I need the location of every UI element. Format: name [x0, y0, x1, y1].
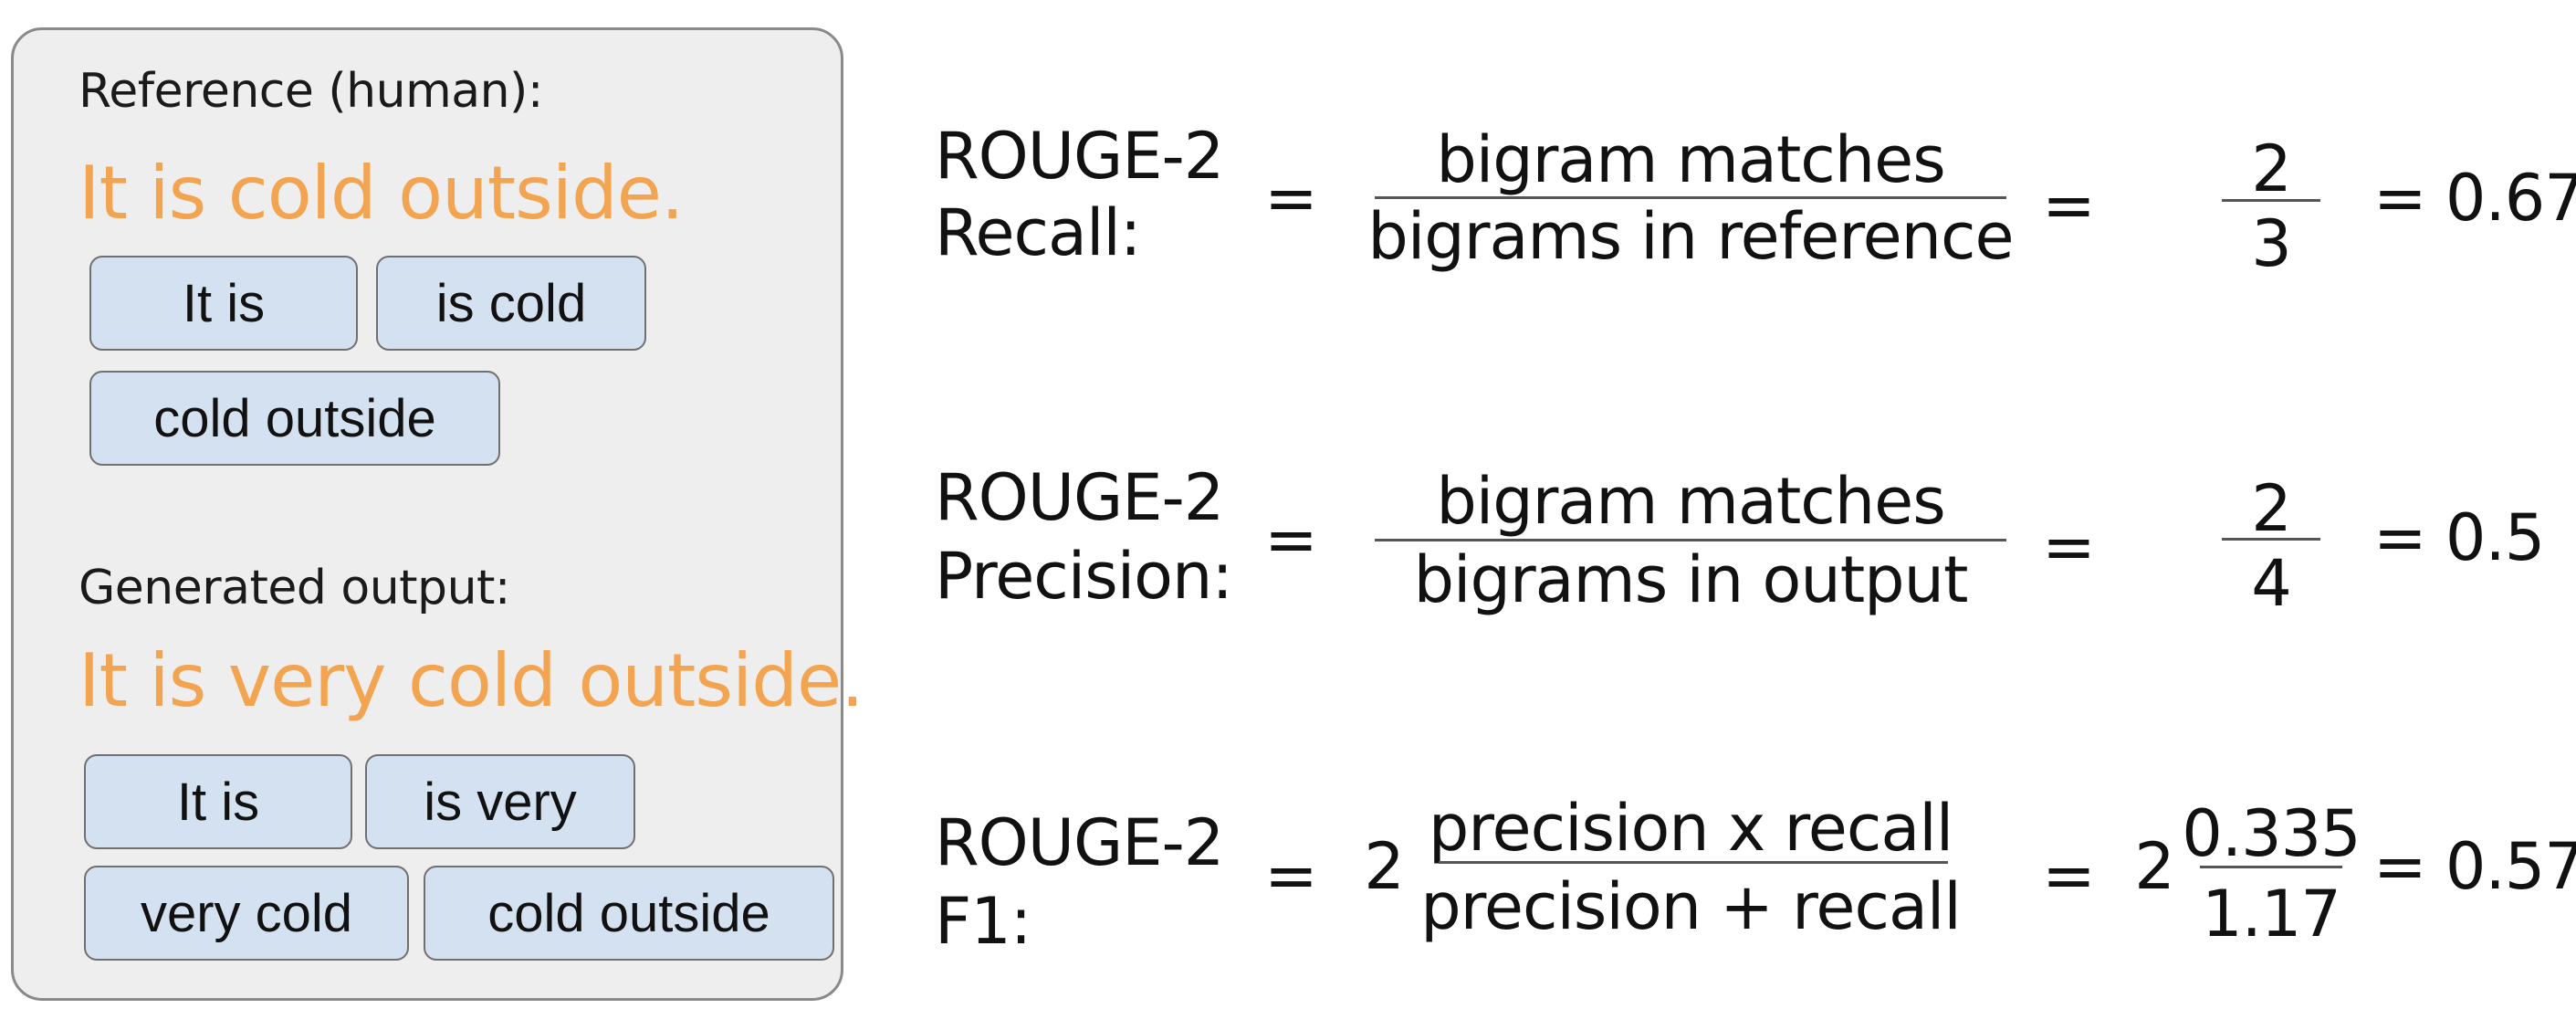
recall-value-numerator: 2 — [2251, 131, 2292, 206]
recall-value-denominator: 3 — [2251, 206, 2292, 281]
precision-value-denominator: 4 — [2251, 546, 2292, 621]
reference-sentence: It is cold outside. — [79, 151, 684, 236]
f1-result: = 0.57 — [2373, 829, 2576, 904]
f1-name-line1: ROUGE-2 — [935, 805, 1224, 880]
f1-numerator: precision x recall — [1428, 791, 1953, 866]
recall-result: = 0.67 — [2373, 161, 2576, 236]
generated-bigram-chip: cold outside — [424, 866, 834, 961]
f1-factor: 2 — [1364, 829, 1405, 904]
reference-bigram-chip: It is — [89, 256, 358, 351]
f1-value-numerator: 0.335 — [2182, 796, 2361, 871]
generated-bigram-chip: very cold — [84, 866, 409, 961]
recall-equals-2: = — [2042, 168, 2096, 243]
precision-equals: = — [1264, 502, 1318, 577]
precision-name-line1: ROUGE-2 — [935, 460, 1224, 535]
recall-fraction-bar — [1375, 196, 2006, 199]
reference-bigram-chip: is cold — [376, 256, 646, 351]
generated-bigram-chip: is very — [365, 754, 635, 849]
generated-label: Generated output: — [79, 561, 510, 615]
recall-value-bar — [2222, 199, 2320, 202]
generated-sentence: It is very cold outside. — [79, 638, 864, 723]
precision-value-bar — [2222, 538, 2320, 541]
precision-equals-2: = — [2042, 510, 2096, 584]
generated-bigram-chip: It is — [84, 754, 352, 849]
f1-equals-2: = — [2042, 838, 2096, 913]
f1-value-denominator: 1.17 — [2202, 877, 2341, 951]
recall-denominator: bigrams in reference — [1367, 199, 2014, 274]
recall-equals: = — [1264, 161, 1318, 236]
precision-fraction-bar — [1375, 539, 2006, 541]
recall-name-line1: ROUGE-2 — [935, 119, 1224, 194]
precision-value-numerator: 2 — [2251, 471, 2292, 546]
reference-label: Reference (human): — [79, 64, 543, 119]
f1-equals: = — [1264, 838, 1318, 913]
f1-fraction-bar — [1439, 861, 1948, 864]
precision-result: = 0.5 — [2373, 500, 2545, 575]
f1-denominator: precision + recall — [1420, 869, 1962, 944]
f1-value-bar — [2200, 866, 2342, 868]
f1-factor-2: 2 — [2134, 829, 2175, 904]
precision-denominator: bigrams in output — [1413, 542, 1969, 617]
recall-numerator: bigram matches — [1436, 122, 1945, 197]
recall-name-line2: Recall: — [935, 195, 1141, 270]
precision-name-line2: Precision: — [935, 539, 1233, 614]
reference-bigram-chip: cold outside — [89, 371, 500, 466]
precision-numerator: bigram matches — [1436, 464, 1945, 539]
f1-name-line2: F1: — [935, 884, 1031, 959]
